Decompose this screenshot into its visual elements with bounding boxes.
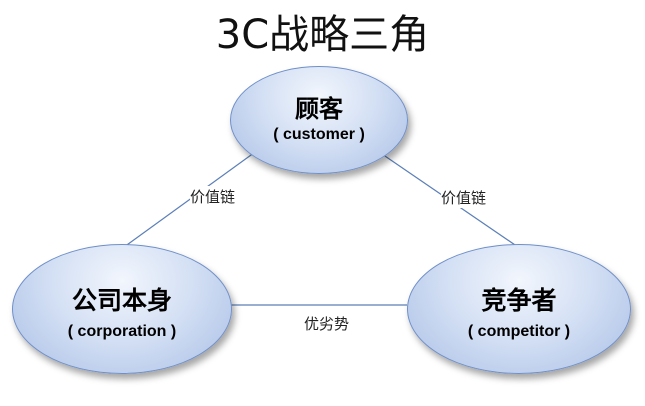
edge-label-value-chain-left: 价值链 [190, 186, 236, 207]
diagram-title: 3C战略三角 [215, 12, 430, 58]
node-customer-sublabel: ( customer ) [273, 126, 365, 143]
node-corporation-sublabel: ( corporation ) [67, 323, 177, 340]
node-corporation-label: 公司本身 [71, 286, 172, 315]
edge-label-value-chain-right: 价值链 [441, 187, 487, 208]
node-customer-label: 顾客 [295, 95, 343, 123]
node-customer: 顾客 ( customer ) [230, 66, 408, 174]
edge-label-strengths-weaknesses: 优劣势 [304, 313, 350, 334]
node-corporation: 公司本身 ( corporation ) [12, 244, 232, 374]
node-competitor: 竞争者 ( competitor ) [407, 244, 631, 374]
node-competitor-label: 竞争者 [481, 286, 557, 315]
node-competitor-sublabel: ( competitor ) [467, 323, 571, 340]
